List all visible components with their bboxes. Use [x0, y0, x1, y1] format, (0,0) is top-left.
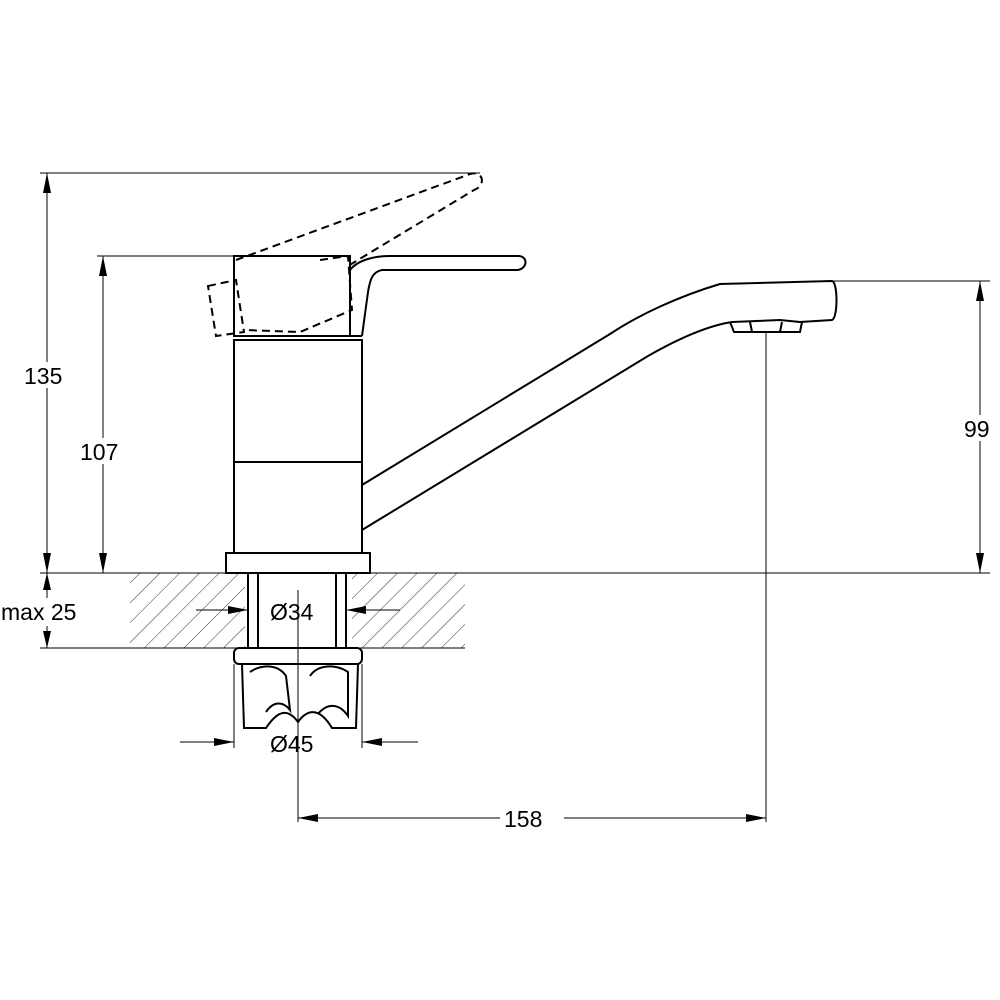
- label-99: 99: [964, 416, 990, 442]
- label-158: 158: [504, 806, 542, 832]
- lever-open-position: [206, 172, 483, 338]
- label-diameter-45: Ø45: [270, 731, 313, 757]
- label-max-25: max 25: [1, 599, 76, 625]
- dimension-spout-reach: 158: [297, 332, 767, 832]
- label-135: 135: [24, 363, 62, 389]
- label-107: 107: [80, 439, 118, 465]
- dimension-max-thickness: max 25: [0, 573, 130, 649]
- dimension-spout-height: 99: [832, 280, 1000, 573]
- dimension-nut-diameter: Ø45: [180, 664, 418, 757]
- lever-handle: [349, 255, 527, 337]
- dimension-body-height: 107: [78, 255, 234, 573]
- spout: [361, 279, 838, 531]
- dimension-total-height: 135: [20, 172, 480, 573]
- label-diameter-34: Ø34: [270, 599, 314, 625]
